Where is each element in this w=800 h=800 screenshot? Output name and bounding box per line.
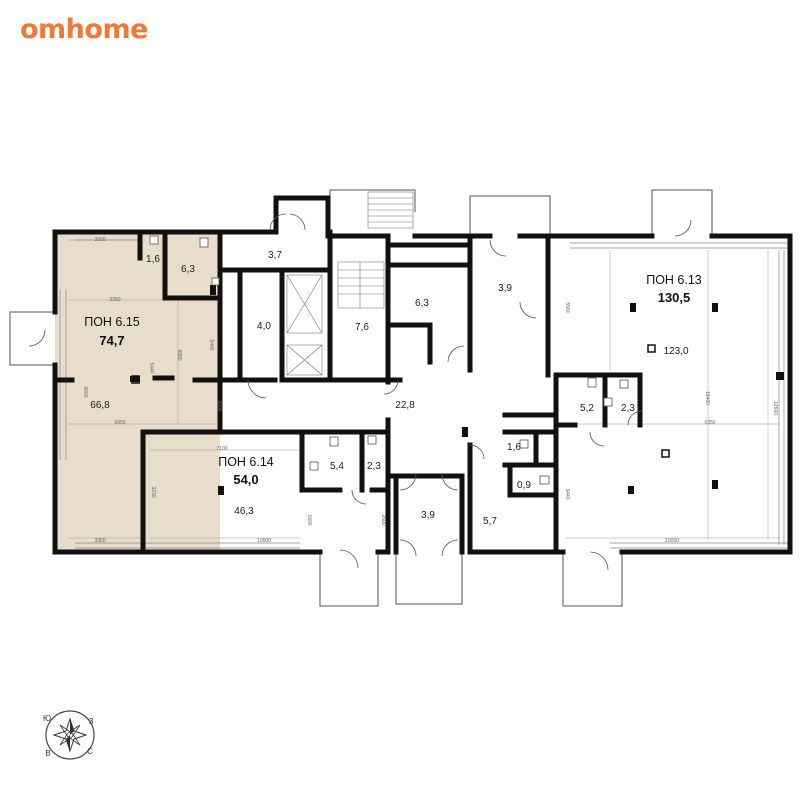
room-area: 0,9 bbox=[517, 480, 531, 491]
dimension-label: 5440 bbox=[148, 362, 154, 373]
room-area: 3,9 bbox=[421, 510, 435, 521]
windows bbox=[59, 233, 790, 549]
unit-615-area: 74,7 bbox=[99, 333, 124, 348]
room-area: 2,3 bbox=[621, 403, 635, 414]
dimension-label: 3230 bbox=[150, 486, 156, 497]
room-area: 1,6 bbox=[507, 442, 521, 453]
compass-west-label: Ю bbox=[43, 714, 51, 723]
room-markers bbox=[131, 344, 670, 458]
unit-613-name: ПОН 6.13 bbox=[646, 273, 702, 287]
dimension-label: 10050 bbox=[665, 538, 679, 544]
unit-615-name: ПОН 6.15 bbox=[84, 315, 140, 329]
room-area: 123,0 bbox=[663, 346, 688, 357]
room-area: 6,3 bbox=[415, 298, 429, 309]
room-area: 5,7 bbox=[483, 516, 497, 527]
compass-north-label: З bbox=[89, 717, 94, 726]
dimension-label: 6950 bbox=[114, 420, 125, 426]
room-area: 46,3 bbox=[234, 506, 254, 517]
room-area: 2,3 bbox=[367, 461, 381, 472]
room-area: 6,3 bbox=[181, 264, 195, 275]
unit-614-area: 54,0 bbox=[233, 472, 258, 487]
doors bbox=[28, 213, 692, 571]
dimension-label: 6350 bbox=[704, 420, 715, 426]
room-area: 5,2 bbox=[580, 403, 594, 414]
porches bbox=[9, 189, 713, 607]
room-area: 3,9 bbox=[498, 283, 512, 294]
dimension-label: 9660 bbox=[82, 386, 88, 397]
dimension-label: 5560 bbox=[564, 302, 570, 313]
room-area: 3,7 bbox=[268, 250, 282, 261]
columns bbox=[130, 285, 784, 495]
unit-615-highlight-lower bbox=[55, 432, 143, 552]
dimension-label: 3300 bbox=[94, 237, 105, 243]
unit-614-name: ПОН 6.14 bbox=[218, 455, 274, 469]
compass-east-label: С bbox=[87, 747, 93, 756]
dimension-label: 2600 bbox=[380, 514, 386, 525]
dimension-label: 10600 bbox=[257, 538, 271, 544]
dimension-label: 1600 bbox=[306, 514, 312, 525]
unit-613-area: 130,5 bbox=[658, 290, 691, 305]
dimension-label: 3440 bbox=[564, 488, 570, 499]
walls bbox=[52, 195, 793, 555]
room-area: 1,6 bbox=[146, 254, 160, 265]
room-area: 4,0 bbox=[257, 321, 271, 332]
sanitary-fixtures bbox=[149, 235, 629, 485]
dimension-label: 6880 bbox=[176, 349, 182, 360]
dimension-label: 12660 bbox=[772, 401, 778, 415]
dimension-label: 2000 bbox=[216, 400, 222, 411]
dimension-label: 3350 bbox=[109, 297, 120, 303]
room-area: 66,8 bbox=[90, 400, 110, 411]
brand-logo: omhome bbox=[20, 14, 148, 45]
stairs bbox=[286, 191, 414, 376]
dimension-label: 7100 bbox=[216, 446, 227, 452]
dimension-label: 5440 bbox=[208, 339, 214, 350]
compass-south-label: В bbox=[45, 749, 50, 758]
room-area: 7,6 bbox=[355, 322, 369, 333]
compass-icon: Ю З В С bbox=[43, 710, 95, 760]
room-area: 22,8 bbox=[395, 400, 415, 411]
dimension-label: 3350 bbox=[94, 538, 105, 544]
dimension-label: 16400 bbox=[704, 391, 710, 405]
room-area: 5,4 bbox=[330, 461, 344, 472]
